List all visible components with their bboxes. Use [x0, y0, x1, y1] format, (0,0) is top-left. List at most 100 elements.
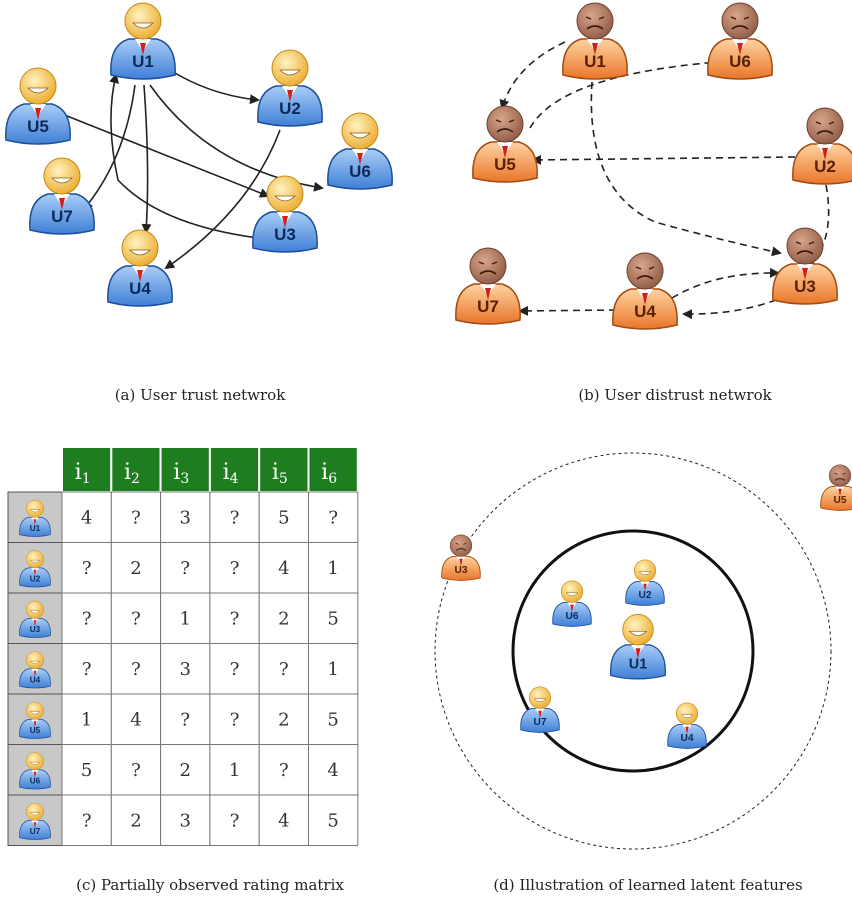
rating-value: 4 — [327, 760, 338, 781]
latent-user-u7: U7 — [520, 686, 560, 733]
rating-cell — [61, 491, 112, 543]
distrust-user-u5-label: U5 — [494, 155, 516, 174]
trust-user-u3-label: U3 — [274, 225, 296, 244]
latent-user-u5: U5 — [820, 464, 852, 511]
rating-cell — [308, 592, 359, 644]
row-user-u3: U3 — [19, 600, 51, 638]
rating-cell — [160, 693, 211, 745]
row-user-u4: U4 — [19, 651, 51, 689]
rating-cell — [160, 491, 211, 543]
rating-value: ? — [82, 659, 92, 680]
trust-user-u5: U5 — [5, 67, 71, 145]
edge-u3-u1 — [109, 73, 259, 239]
rating-value: ? — [180, 709, 190, 730]
distrust-user-u4-label: U4 — [634, 302, 656, 321]
rating-value: 5 — [327, 709, 338, 730]
distrust-user-u2-label: U2 — [814, 157, 836, 176]
distrust-network-edges — [499, 41, 830, 320]
rating-value: ? — [279, 659, 289, 680]
row-user-u4-label: U4 — [30, 675, 41, 684]
latent-user-u7-label: U7 — [533, 717, 546, 728]
row-user-u1: U1 — [19, 499, 51, 537]
rating-value: 5 — [278, 507, 289, 528]
rating-value: 1 — [327, 558, 338, 579]
row-user-u7-label: U7 — [30, 827, 41, 836]
rating-value: 2 — [278, 608, 289, 629]
edge-u2-u5 — [531, 154, 796, 165]
edge-u1-u5 — [499, 41, 566, 110]
rating-value: 4 — [278, 810, 289, 831]
rating-value: ? — [82, 810, 92, 831]
rating-value: 5 — [327, 810, 338, 831]
outer-boundary-circle — [434, 452, 832, 850]
edge-u4-u7 — [518, 305, 617, 316]
rating-value: 2 — [180, 760, 191, 781]
rating-cell — [258, 643, 310, 695]
rating-value: ? — [230, 709, 240, 730]
distrust-user-u1-label: U1 — [584, 52, 606, 71]
latent-user-u6-label: U6 — [565, 611, 578, 622]
rating-value: ? — [279, 760, 289, 781]
distrust-user-u5: U5 — [472, 105, 538, 183]
rating-value: 3 — [180, 659, 191, 680]
distrust-user-u3-label: U3 — [794, 277, 816, 296]
distrust-user-u1: U1 — [562, 2, 628, 80]
rating-value: 1 — [81, 709, 92, 730]
edge-u2-u3 — [806, 184, 830, 270]
rating-cell — [258, 542, 310, 594]
trust-user-u7: U7 — [29, 157, 95, 235]
rating-value: 2 — [278, 709, 289, 730]
rating-value: ? — [82, 558, 92, 579]
edge-u1-u2 — [169, 69, 260, 105]
trust-user-u4-label: U4 — [129, 279, 151, 298]
rating-cell — [61, 744, 112, 796]
trust-user-u2-label: U2 — [279, 99, 301, 118]
rating-cell — [110, 643, 162, 695]
inner-boundary-circle — [511, 529, 755, 773]
caption-b: (b) User distrust netwrok — [578, 386, 772, 404]
rating-cell — [308, 744, 359, 796]
rating-value: ? — [82, 608, 92, 629]
rating-value: ? — [131, 608, 141, 629]
edge-u1-u3 — [590, 81, 782, 257]
latent-user-u1-label: U1 — [629, 657, 647, 673]
rating-value: 4 — [278, 558, 289, 579]
rating-value: 5 — [81, 760, 92, 781]
rating-cell — [160, 643, 211, 695]
distrust-user-u6: U6 — [707, 2, 773, 80]
distrust-user-u7-label: U7 — [477, 297, 499, 316]
edge-u1-u7 — [82, 84, 136, 211]
caption-c: (c) Partially observed rating matrix — [76, 876, 344, 894]
trust-user-u6-label: U6 — [349, 162, 371, 181]
edge-u1-u4 — [141, 84, 152, 234]
rating-value: ? — [230, 659, 240, 680]
rating-cell — [209, 744, 260, 796]
rating-value: ? — [131, 659, 141, 680]
trust-user-u6: U6 — [327, 112, 393, 190]
latent-user-u5-label: U5 — [833, 495, 846, 506]
rating-value: ? — [131, 760, 141, 781]
edge-u5-u3 — [51, 109, 270, 198]
rating-cell — [160, 744, 211, 796]
latent-user-u2: U2 — [625, 559, 665, 606]
latent-user-u3: U3 — [441, 534, 481, 581]
rating-value: 1 — [327, 659, 338, 680]
rating-value: 3 — [180, 810, 191, 831]
rating-value: 3 — [180, 507, 191, 528]
column-header-cell — [208, 446, 261, 493]
rating-cell — [308, 794, 359, 846]
rating-value: 4 — [81, 507, 92, 528]
caption-d: (d) Illustration of learned latent featu… — [493, 876, 802, 894]
trust-user-u2: U2 — [257, 49, 323, 127]
row-user-u6-label: U6 — [30, 776, 41, 785]
rating-value: ? — [230, 558, 240, 579]
user-icons-layer: U1U2U3U4U5U6U7U1U2U3U4U5U6U7U1U2U3U4U5U6… — [5, 2, 852, 749]
rating-cell — [209, 794, 260, 846]
distrust-user-u2: U2 — [792, 107, 852, 185]
rating-cell — [258, 794, 310, 846]
trust-network-edges — [51, 69, 324, 270]
edge-u2-u4 — [164, 129, 281, 270]
rating-cell — [110, 491, 162, 543]
